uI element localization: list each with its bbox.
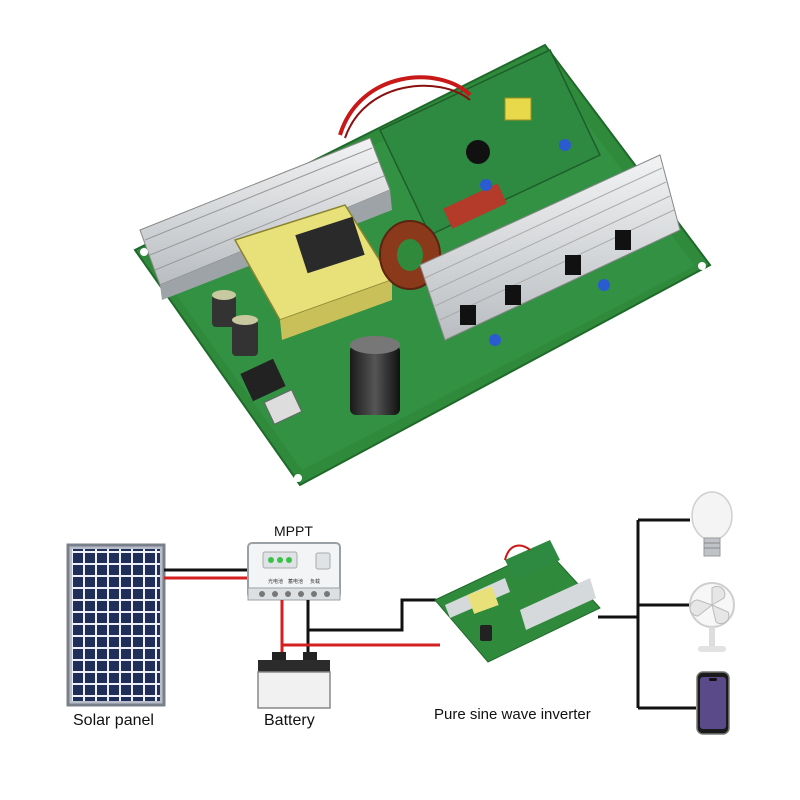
control-board xyxy=(378,49,602,236)
mppt-label: MPPT xyxy=(274,523,313,539)
small-inverter-board-icon xyxy=(434,540,601,663)
electrolytic-capacitor xyxy=(350,345,400,415)
wiring-diagram: 光电池 蓄电池 负载 xyxy=(66,491,735,735)
battery-icon xyxy=(257,652,331,709)
solar-panel-icon xyxy=(66,543,166,707)
inverter-board-photo xyxy=(133,43,712,487)
transformer xyxy=(233,204,394,340)
fan-icon xyxy=(689,582,735,652)
mppt-port-label: 光电池 xyxy=(268,578,283,585)
solar-panel-label: Solar panel xyxy=(73,712,154,729)
battery-label: Battery xyxy=(264,712,315,729)
bulb-icon xyxy=(691,491,733,557)
phone-icon xyxy=(696,671,730,735)
mppt-port-label: 蓄电池 xyxy=(288,578,303,585)
mppt-controller-icon: 光电池 蓄电池 负载 xyxy=(247,542,341,601)
right-heatsink xyxy=(419,154,681,341)
inverter-label: Pure sine wave inverter xyxy=(434,706,591,723)
mppt-port-label: 负载 xyxy=(310,578,320,585)
